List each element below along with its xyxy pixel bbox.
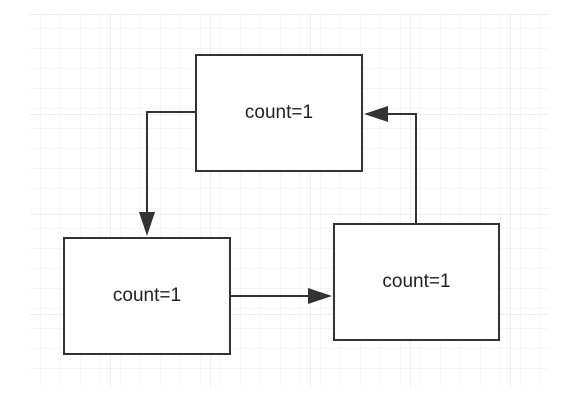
edge-left-to-right (231, 288, 332, 304)
arrowhead-left-icon (364, 106, 388, 122)
arrowhead-down-icon (139, 212, 155, 236)
edge-top-to-left (139, 111, 195, 236)
arrowhead-right-icon (308, 288, 332, 304)
node-top-label: count=1 (244, 102, 314, 123)
node-left[interactable]: count=1 (63, 237, 231, 355)
node-right-label: count=1 (382, 271, 451, 292)
node-right[interactable]: count=1 (333, 223, 500, 341)
node-left-label: count=1 (112, 285, 182, 306)
edge-right-to-top (364, 106, 417, 223)
node-top[interactable]: count=1 (195, 54, 363, 172)
